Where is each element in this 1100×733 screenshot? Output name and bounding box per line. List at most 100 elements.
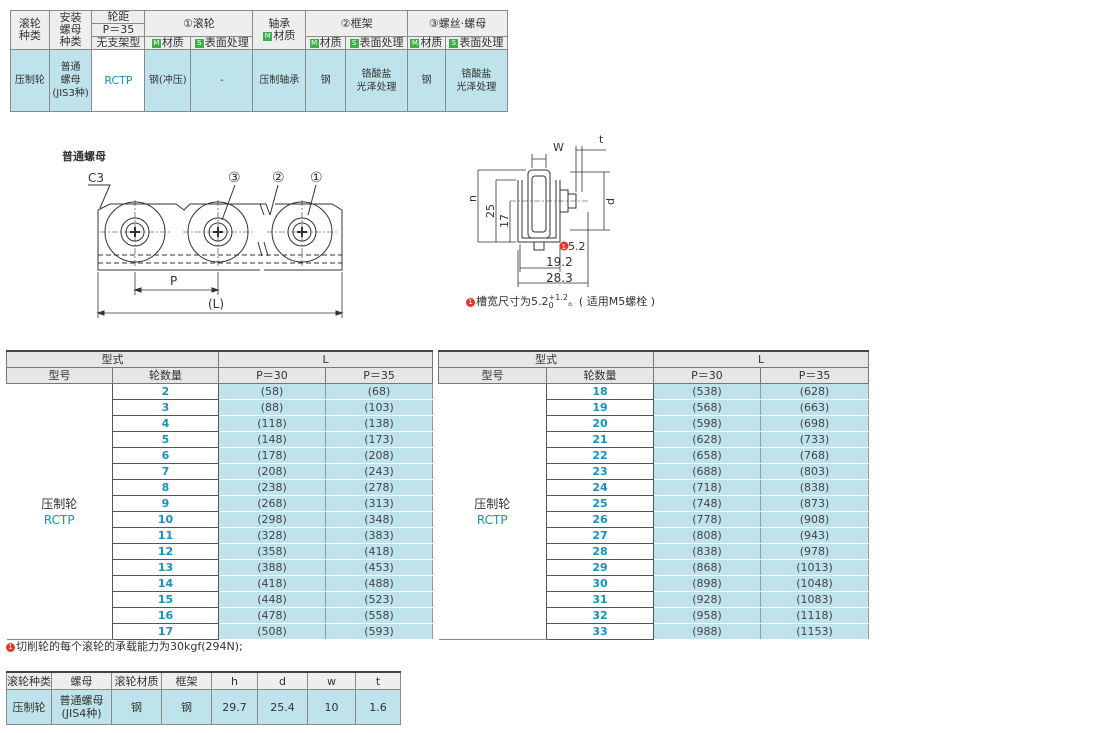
l-p35-cell: (1118) [760, 607, 870, 624]
l-p35-cell: (313) [325, 495, 434, 512]
roller-inner [531, 175, 547, 233]
l-p30-cell: (988) [653, 623, 761, 640]
qty-cell: 4 [112, 415, 219, 432]
roller-3 [267, 200, 337, 268]
drawing-title: 普通螺母 [62, 150, 106, 163]
qty-cell: 2 [112, 383, 219, 400]
header-model: 型号 [438, 367, 547, 384]
label-c3: C3 [88, 171, 104, 185]
l-p30-cell: (418) [218, 575, 326, 592]
dim-value-frame: 钢 [161, 689, 212, 725]
dimension-d-line [570, 171, 610, 231]
c3-leader [88, 184, 111, 209]
table-row: 32(958)(1118) [439, 607, 870, 624]
load-note-text: 切削轮的每个滚轮的承载能力为30kgf(294N); [16, 640, 243, 653]
spec-header-bearing-mat-label: 材质 [273, 29, 296, 42]
material-tag-icon: M [263, 31, 273, 41]
l-p30-cell: (388) [218, 559, 326, 576]
qty-cell: 31 [546, 591, 654, 608]
l-p35-cell: (1083) [760, 591, 870, 608]
spec-value-screw-surface: 铬酸盐 光泽处理 [444, 49, 509, 112]
qty-cell: 20 [546, 415, 654, 432]
header-l: L [652, 350, 870, 368]
table-row: 5(148)(173) [7, 431, 434, 448]
l-p35-cell: (558) [325, 607, 434, 624]
spec-header-bearing-label: 轴承 [268, 17, 291, 30]
label-callout-2: ② [272, 170, 285, 186]
table-row: 23(688)(803) [439, 463, 870, 480]
l-p30-cell: (688) [653, 463, 761, 480]
qty-cell: 5 [112, 431, 219, 448]
table-row: 27(808)(943) [439, 527, 870, 544]
qty-cell: 11 [112, 527, 219, 544]
l-p35-cell: (418) [325, 543, 434, 560]
l-p30-cell: (628) [653, 431, 761, 448]
l-p30-cell: (508) [218, 623, 326, 640]
spec-header-type: 滚轮 种类 [10, 10, 50, 50]
l-p35-cell: (838) [760, 479, 870, 496]
label-283: 28.3 [546, 271, 573, 285]
spec-header-screw: ③螺丝·螺母 [407, 10, 508, 37]
qty-cell: 12 [112, 543, 219, 560]
l-p30-cell: (718) [653, 479, 761, 496]
spec-value-frame-surface: 铬酸盐 光泽处理 [344, 49, 409, 112]
l-p30-cell: (148) [218, 431, 326, 448]
l-p35-cell: (278) [325, 479, 434, 496]
spec-value-frame-material: 钢 [305, 49, 346, 112]
l-p35-cell: (873) [760, 495, 870, 512]
dimension-table: 滚轮种类 螺母 滚轮材质 框架 h d w t 压制轮 普通螺母 (JIS4种)… [6, 671, 401, 725]
surface-tag-icon: S [449, 38, 459, 48]
qty-cell: 18 [546, 383, 654, 400]
table-row: 28(838)(978) [439, 543, 870, 560]
l-p35-cell: (173) [325, 431, 434, 448]
dimension-p-line [134, 272, 219, 295]
table-row: 16(478)(558) [7, 607, 434, 624]
header-type: 型式 [6, 350, 219, 368]
table-row: 33(988)(1153) [439, 623, 870, 640]
spec-header-pitch-type: 无支架型 [91, 36, 146, 50]
spec-value-bearing: 压制轴承 [252, 49, 307, 112]
dimension-283-line [517, 212, 589, 287]
l-p35-cell: (943) [760, 527, 870, 544]
qty-cell: 33 [546, 623, 654, 640]
qty-cell: 29 [546, 559, 654, 576]
header-p35: P＝35 [759, 367, 870, 384]
spec-header-roller: ①滚轮 [144, 10, 254, 37]
frame-channel [517, 180, 561, 243]
surface-tag-icon: S [194, 38, 204, 48]
qty-cell: 28 [546, 543, 654, 560]
table-row: 17(508)(593) [7, 623, 434, 640]
l-p30-cell: (778) [653, 511, 761, 528]
l-p30-cell: (478) [218, 607, 326, 624]
label-callout-3: ③ [228, 170, 241, 186]
l-p30-cell: (868) [653, 559, 761, 576]
model-name: 压制轮 [41, 496, 78, 511]
spec-header-nut: 安装 螺母 种类 [48, 10, 93, 50]
note-marker-number: 1 [562, 243, 566, 251]
break-mark [257, 203, 271, 257]
l-p30-cell: (118) [218, 415, 326, 432]
l-p30-cell: (568) [653, 399, 761, 416]
l-p30-cell: (838) [653, 543, 761, 560]
l-p30-cell: (328) [218, 527, 326, 544]
qty-cell: 13 [112, 559, 219, 576]
l-p35-cell: (908) [760, 511, 870, 528]
note-marker-icon: 1 [466, 297, 475, 307]
l-p35-cell: (733) [760, 431, 870, 448]
table-row: 14(418)(488) [7, 575, 434, 592]
qty-cell: 30 [546, 575, 654, 592]
qty-cell: 21 [546, 431, 654, 448]
table-row: 29(868)(1013) [439, 559, 870, 576]
l-p35-cell: (68) [325, 383, 434, 400]
l-p30-cell: (928) [653, 591, 761, 608]
l-p30-cell: (268) [218, 495, 326, 512]
slot-note-tail: 。( 适用M5螺栓 ) [567, 295, 656, 308]
material-label: 材质 [319, 36, 342, 49]
